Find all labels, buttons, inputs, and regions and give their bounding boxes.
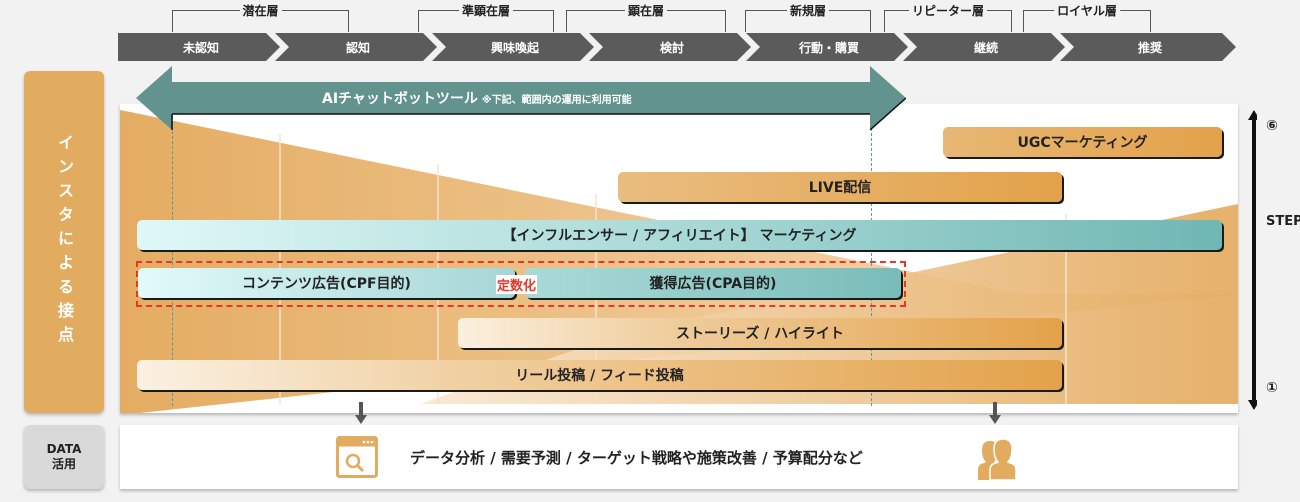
ugc-marketing-label: UGCマーケティング	[1017, 135, 1148, 151]
data-utilization-text: データ分析 / 需要予測 / ターゲット戦略や施策改善 / 予算配分など	[410, 449, 863, 467]
data-utilization-label-box: DATA 活用	[24, 425, 104, 489]
layer-bracket-new: 新規層	[745, 2, 871, 32]
layer-label: 準顕在層	[458, 2, 514, 19]
stage-interest: 興味喚起	[432, 33, 594, 61]
layer-label: 潜在層	[239, 2, 282, 19]
touchpoints-label: インスタによる接点	[55, 134, 74, 350]
step-double-arrow	[1248, 110, 1257, 410]
quantification-label: 定数化	[496, 275, 538, 294]
ai-range-end-guide	[871, 128, 872, 406]
content-ad-label: コンテンツ広告(CPF目的)	[242, 276, 411, 292]
ad-quantification-range	[136, 261, 906, 307]
stage-label: 認知	[345, 40, 370, 55]
step-bottom-number: ①	[1266, 380, 1278, 396]
layer-bracket-apparent: 顕在層	[566, 2, 726, 32]
layer-bracket-repeater: リピーター層	[884, 2, 1012, 32]
acquisition-ad-bar: 獲得広告(CPA目的)	[525, 268, 901, 298]
influencer-affiliate-bar: 【インフルエンサー / アフィリエイト】 マーケティング	[137, 220, 1222, 250]
influencer-affiliate-label: 【インフルエンサー / アフィリエイト】 マーケティング	[502, 228, 857, 244]
stage-label: 興味喚起	[490, 40, 539, 55]
data-label-line2: 活用	[51, 457, 76, 471]
browser-search-icon	[336, 436, 378, 478]
users-icon	[978, 438, 1017, 480]
stage-consideration: 検討	[589, 33, 751, 61]
stage-continuation: 継続	[903, 33, 1065, 61]
ugc-marketing-bar: UGCマーケティング	[943, 127, 1222, 157]
stage-recommendation: 推奨	[1060, 33, 1236, 61]
stage-label: 行動・購買	[798, 40, 859, 55]
layer-bracket-semi-apparent: 準顕在層	[418, 2, 554, 32]
acquisition-ad-label: 獲得広告(CPA目的)	[649, 276, 777, 292]
layer-label: リピーター層	[908, 2, 988, 19]
content-ad-bar: コンテンツ広告(CPF目的)	[138, 268, 515, 298]
ai-chatbot-title: AIチャットボットツール	[322, 91, 478, 107]
down-arrow-icon	[989, 402, 1001, 424]
live-streaming-bar: LIVE配信	[618, 172, 1062, 202]
stage-unaware: 未認知	[118, 33, 280, 61]
layer-label: 顕在層	[624, 2, 668, 19]
layer-label: 新規層	[786, 2, 830, 19]
stage-label: 推奨	[1137, 40, 1162, 55]
layer-bracket-loyal: ロイヤル層	[1023, 2, 1151, 32]
stories-highlight-label: ストーリーズ / ハイライト	[676, 326, 844, 342]
step-label: STEP	[1266, 214, 1300, 229]
stage-label: 継続	[973, 40, 998, 55]
touchpoints-label-box: インスタによる接点	[24, 71, 104, 413]
ai-chatbot-note: ※下記、範囲内の運用に利用可能	[481, 95, 632, 106]
layer-bracket-latent: 潜在層	[172, 2, 349, 32]
reels-feed-bar: リール投稿 / フィード投稿	[137, 360, 1062, 390]
reels-feed-label: リール投稿 / フィード投稿	[515, 368, 684, 384]
stage-awareness: 認知	[275, 33, 437, 61]
data-label-line1: DATA	[46, 442, 82, 456]
ai-chatbot-label: AIチャットボットツール※下記、範囲内の運用に利用可能	[322, 88, 632, 108]
ai-chatbot-range-arrow	[136, 66, 906, 130]
live-streaming-label: LIVE配信	[808, 180, 872, 196]
step-top-number: ⑥	[1266, 118, 1278, 134]
stage-label: 未認知	[182, 40, 219, 55]
down-arrow-icon	[355, 402, 367, 424]
layer-label: ロイヤル層	[1054, 2, 1120, 19]
stage-label: 検討	[659, 40, 684, 55]
stage-action-purchase: 行動・購買	[746, 33, 908, 61]
stories-highlight-bar: ストーリーズ / ハイライト	[458, 318, 1062, 348]
right-wedge	[420, 204, 1238, 404]
data-utilization-panel	[120, 425, 1238, 489]
